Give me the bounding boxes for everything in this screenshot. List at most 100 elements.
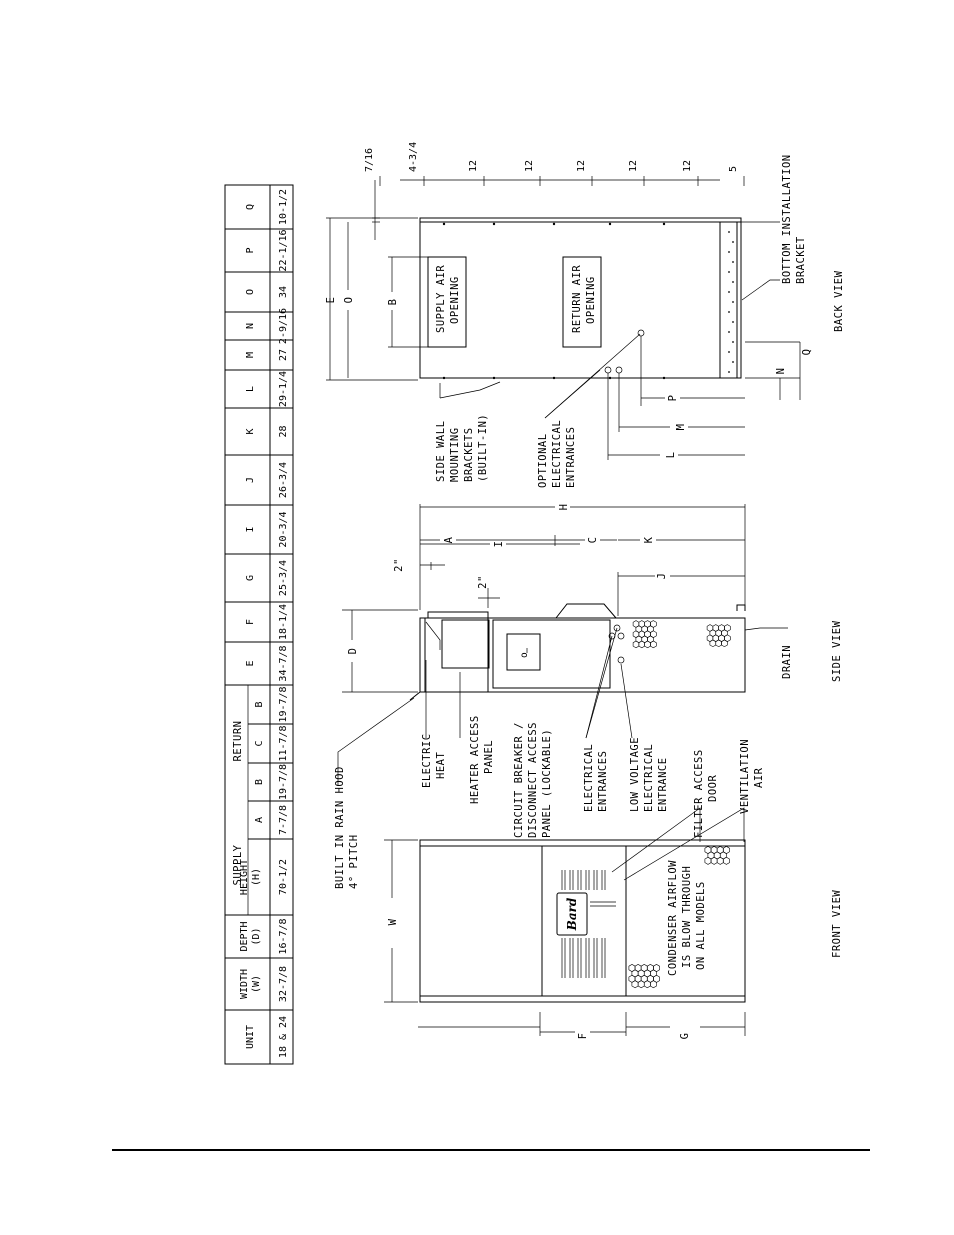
bard-logo-text: Bard — [565, 897, 579, 931]
table-header-cell: (H) — [251, 868, 262, 886]
spacing-label: 12 — [682, 160, 693, 172]
table-header-cell: P — [245, 247, 256, 253]
spacing-label: 12 — [628, 160, 639, 172]
breaker-window — [506, 633, 541, 671]
dim-w: W — [387, 918, 399, 925]
table-header-cell: WIDTH — [239, 969, 250, 999]
condenser-note-3: ON ALL MODELS — [695, 881, 707, 970]
rain-hood-label-1: BUILT IN RAIN HOOD — [334, 766, 346, 889]
table-header-cell: A — [254, 817, 265, 823]
dim-q: Q — [801, 349, 813, 356]
rain-hood-label-2: 4° PITCH — [348, 834, 360, 889]
table-value-cell: 16-7/8 — [278, 918, 289, 954]
spacing-label: 5 — [728, 166, 739, 172]
ventilation-label-2: AIR — [753, 767, 765, 788]
return-group-label: RETURN — [232, 721, 244, 762]
breaker-label-1: CIRCUIT BREAKER / — [513, 722, 525, 838]
low-voltage-label-1: LOW VOLTAGE — [629, 737, 641, 812]
table-value-cell: 27 — [278, 349, 289, 361]
back-view: SUPPLY AIR OPENING RETURN AIR OPENING E … — [325, 142, 845, 488]
bard-logo — [556, 892, 588, 936]
drain-label: DRAIN — [781, 645, 793, 679]
filter-label-1: FILTER ACCESS — [693, 749, 705, 838]
spacing-label: 12 — [468, 160, 479, 172]
table-value-cell: 26-3/4 — [278, 462, 289, 498]
low-voltage-label-3: ENTRANCE — [657, 757, 669, 812]
condenser-grille-bottom — [628, 964, 660, 989]
table-header-cell: N — [245, 323, 256, 329]
table-header-cell: (D) — [251, 927, 262, 945]
table-value-cell: 25-3/4 — [278, 560, 289, 596]
table-header-cell: L — [245, 386, 256, 392]
table-header-cell: B — [254, 779, 265, 785]
back-view-title: BACK VIEW — [833, 270, 845, 332]
spacing-label: 12 — [524, 160, 535, 172]
table-header-cell: I — [245, 526, 256, 532]
table-value-cell: 32-7/8 — [278, 966, 289, 1002]
electric-heat-label-2: HEAT — [435, 752, 447, 779]
breaker-label-2: DISCONNECT ACCESS — [527, 722, 539, 838]
entrances-label-1: ELECTRICAL — [583, 744, 595, 812]
dim-i: I — [493, 541, 505, 548]
supply-air-opening — [427, 256, 467, 348]
table-value-cell: 19-7/8 — [278, 764, 289, 800]
spacing-label: 12 — [576, 160, 587, 172]
optional-label-1: OPTIONAL — [537, 433, 549, 488]
table-value-cell: 11-7/8 — [278, 725, 289, 761]
side-wall-label-3: BRACKETS — [463, 427, 475, 482]
side-wall-label-1: SIDE WALL — [435, 421, 447, 482]
dim-l: L — [665, 452, 677, 459]
return-air-opening — [562, 256, 602, 348]
table-header-cell: C — [254, 740, 265, 746]
heater-access-panel — [441, 619, 490, 669]
table-value-cell: 20-3/4 — [278, 511, 289, 547]
electric-heat-label-1: ELECTRIC — [421, 733, 433, 788]
table-value-cell: 10-1/2 — [278, 189, 289, 225]
table-value-cell: 18-1/4 — [278, 604, 289, 640]
table-header-cell: DEPTH — [239, 921, 250, 951]
dim-a: A — [443, 536, 455, 543]
ventilation-label-1: VENTILATION — [739, 739, 751, 814]
return-air-label-1: RETURN AIR — [571, 265, 583, 333]
heater-panel-label-2: PANEL — [483, 740, 495, 774]
table-value-cell: 70-1/2 — [278, 859, 289, 895]
table-header-cell: F — [245, 619, 256, 625]
side-wall-label-2: MOUNTING — [449, 427, 461, 482]
table-header-cell: E — [245, 660, 256, 666]
dim-k: K — [643, 536, 655, 543]
front-view-title: FRONT VIEW — [831, 890, 843, 958]
supply-air-label-1: SUPPLY AIR — [435, 265, 447, 333]
table-value-cell: 22-1/16 — [278, 229, 289, 271]
dim-g: G — [679, 1033, 691, 1040]
table-header-cell: B — [254, 701, 265, 707]
dim-b: B — [387, 299, 399, 306]
table-header-cell: UNIT — [245, 1025, 256, 1049]
table-header-cell: HEIGHT — [239, 859, 250, 895]
dim-h: H — [558, 504, 570, 511]
bottom-bracket-label-2: BRACKET — [795, 236, 807, 284]
dim-c: C — [587, 537, 599, 544]
footer-rule — [112, 1149, 870, 1151]
low-voltage-label-2: ELECTRICAL — [643, 744, 655, 812]
side-condenser-grille — [632, 620, 731, 649]
dim-two-a: 2" — [393, 558, 405, 572]
table-value-cell: 18 & 24 — [278, 1016, 289, 1058]
table-value-cell: 34-7/8 — [278, 645, 289, 681]
side-wall-label-4: (BUILT-IN) — [477, 414, 489, 482]
dim-m: M — [675, 424, 687, 431]
table-header-cell: J — [245, 477, 256, 483]
table-value-cell: 19-7/8 — [278, 686, 289, 722]
bottom-bracket-label-1: BOTTOM INSTALLATION — [781, 154, 793, 284]
table-value-cell: 28 — [278, 425, 289, 437]
spacing-label: 4-3/4 — [408, 142, 419, 172]
return-air-label-2: OPENING — [585, 276, 597, 324]
condenser-note-1: CONDENSER AIRFLOW — [667, 860, 679, 976]
entrances-label-2: ENTRANCES — [597, 751, 609, 812]
table-header-cell: O — [245, 289, 256, 295]
table-value-cell: 34 — [278, 286, 289, 298]
supply-group-label: SUPPLY — [232, 844, 244, 885]
dim-j: J — [656, 573, 668, 580]
table-value-cell: 2-9/16 — [278, 308, 289, 344]
